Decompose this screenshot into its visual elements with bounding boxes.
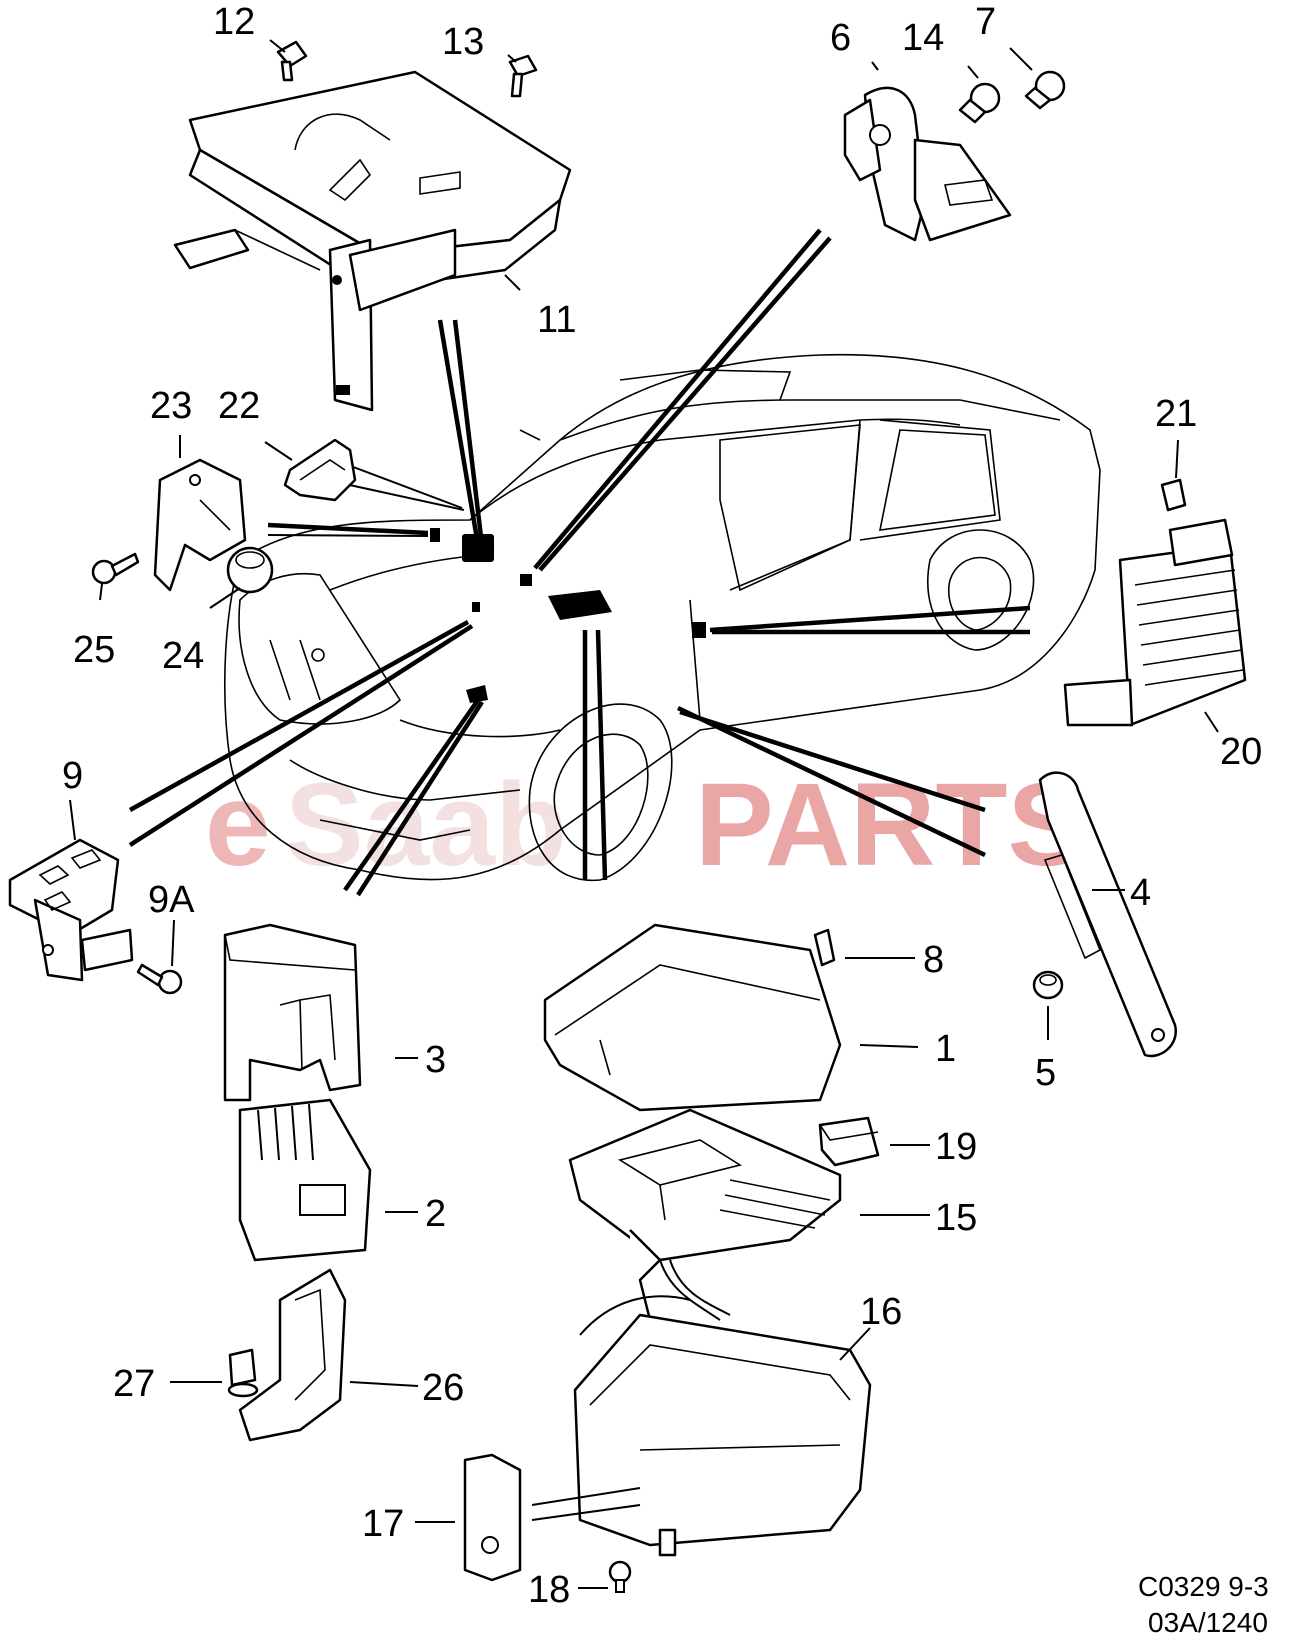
- part-23-bracket: [153, 458, 247, 592]
- part-4-rail: [1038, 771, 1178, 1058]
- callout-6: 6: [830, 17, 851, 59]
- part-22-clip: [283, 438, 357, 502]
- diagram-code-line2: 03A/1240: [1148, 1607, 1268, 1638]
- part-5-grommet: [1032, 970, 1064, 1000]
- part-11-tray-bracket: [173, 70, 572, 412]
- part-8-clip: [813, 928, 836, 967]
- part-27-nut: [227, 1348, 259, 1398]
- callout-1: 1: [935, 1028, 956, 1070]
- part-15-fuse-box: [568, 1108, 842, 1341]
- part-6-bracket: [843, 86, 1012, 242]
- callout-8: 8: [923, 939, 944, 981]
- car-components: [430, 528, 706, 703]
- car-outline: [224, 353, 1101, 882]
- part-13-bolt: [508, 54, 538, 98]
- watermark-e: e: [205, 759, 271, 891]
- callout-21: 21: [1155, 393, 1197, 435]
- callout-27: 27: [113, 1363, 155, 1405]
- callout-12: 12: [213, 1, 255, 43]
- part-24-bushing: [226, 546, 274, 594]
- part-7-screw: [1024, 70, 1066, 110]
- part-3-cover: [223, 923, 362, 1102]
- part-9-bracket: [8, 838, 134, 982]
- part-20-fuse-box: [1063, 518, 1247, 727]
- part-18-screw: [608, 1560, 632, 1593]
- callout-7: 7: [975, 1, 996, 43]
- part-12-bolt: [276, 40, 308, 82]
- callout-13: 13: [442, 21, 484, 63]
- callout-14: 14: [902, 17, 944, 59]
- callout-11: 11: [537, 299, 576, 341]
- callout-23: 23: [150, 385, 192, 427]
- part-21-clip: [1160, 478, 1187, 512]
- pointer-lines: [128, 228, 1031, 897]
- part-1-fuse-box-cover: [543, 923, 842, 1112]
- watermark: e Saab PARTS: [205, 759, 1086, 891]
- part-19-relay: [818, 1116, 880, 1167]
- callout-2: 2: [425, 1193, 446, 1235]
- callout-24: 24: [162, 635, 204, 677]
- callout-20: 20: [1220, 731, 1262, 773]
- part-2-relay-holder: [238, 1098, 372, 1262]
- callout-22: 22: [218, 385, 260, 427]
- part-17-cover: [463, 1453, 522, 1582]
- callout-25: 25: [73, 629, 115, 671]
- part-14-grommet: [958, 82, 1001, 124]
- callout-17: 17: [362, 1503, 404, 1545]
- callout-3: 3: [425, 1039, 446, 1081]
- diagram-code-line1: C0329 9-3: [1138, 1571, 1269, 1602]
- part-25-bolt: [91, 552, 140, 585]
- leader-lines: [69, 39, 1219, 1589]
- part-16-lower-box: [573, 1313, 872, 1557]
- callout-5: 5: [1035, 1052, 1056, 1094]
- part-26-bracket: [238, 1268, 347, 1442]
- wiring-bundle: [579, 1259, 731, 1336]
- callout-19: 19: [935, 1126, 977, 1168]
- callout-16: 16: [860, 1291, 902, 1333]
- callout-26: 26: [422, 1367, 464, 1409]
- callout-labels: 12 13 6 14 7 11 23 22 21 25 24 20 9 9A 4…: [62, 1, 1262, 1611]
- diagram-code: C0329 9-3 03A/1240: [1138, 1571, 1269, 1638]
- callout-4: 4: [1130, 872, 1151, 914]
- callout-9A: 9A: [148, 879, 195, 921]
- callout-18: 18: [528, 1569, 570, 1611]
- callout-15: 15: [935, 1197, 977, 1239]
- part-9A-bolt: [136, 963, 183, 995]
- callout-9: 9: [62, 755, 83, 797]
